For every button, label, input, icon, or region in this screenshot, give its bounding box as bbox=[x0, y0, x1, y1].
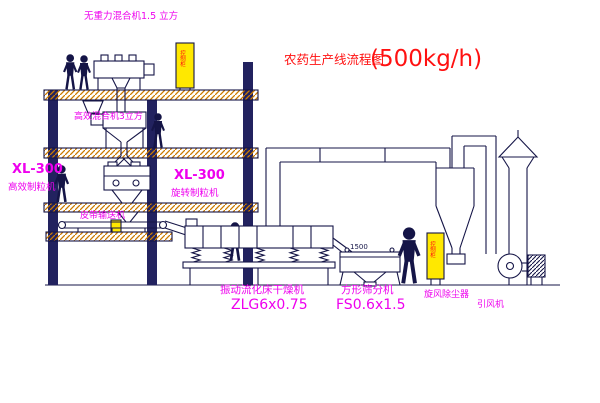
dryer-model-label: ZLG6x0.75 bbox=[231, 297, 308, 313]
granulator-right-name: 旋转制粒机 bbox=[171, 187, 219, 199]
cyclone-dust-collector bbox=[435, 135, 497, 265]
worker-figure bbox=[397, 226, 421, 286]
cyclone-label: 旋风除尘器 bbox=[424, 288, 469, 300]
sieve-name-label: 方形筛分机 bbox=[341, 283, 394, 296]
mixer-3m3-label: 高效混合机3立方 bbox=[74, 110, 143, 122]
worker-figure bbox=[62, 53, 78, 91]
gravity-mixer bbox=[93, 54, 155, 112]
fluid-bed-dryer bbox=[182, 218, 336, 285]
mixer-3m3 bbox=[82, 100, 147, 156]
induced-draft-fan bbox=[497, 253, 546, 285]
sieve-dimension: 1500 bbox=[350, 243, 368, 251]
fan-label: 引风机 bbox=[477, 298, 504, 310]
gravity-mixer-label: 无重力混合机1.5 立方 bbox=[84, 10, 178, 22]
control-panel-label: 控制柜 bbox=[429, 240, 436, 259]
granulator-left-name: 高效制粒机 bbox=[8, 181, 56, 193]
building-frame bbox=[43, 62, 259, 285]
granulator-left-model: XL-300 bbox=[12, 162, 63, 177]
granulator-right-model: XL-300 bbox=[174, 168, 225, 183]
dryer-name-label: 振动流化床干燥机 bbox=[220, 283, 304, 296]
sieve-model-label: FS0.6x1.5 bbox=[336, 297, 406, 313]
granulator bbox=[103, 161, 151, 204]
control-panel-ground: 控制柜 bbox=[426, 232, 445, 285]
diagram-title: 农药生产线流程图 bbox=[284, 52, 384, 67]
worker-figure bbox=[76, 54, 92, 91]
exhaust-duct bbox=[265, 147, 451, 226]
belt-conveyor-label: 皮带输送机 bbox=[80, 209, 125, 221]
control-panel-top: 控制柜 bbox=[175, 42, 195, 90]
diagram-capacity: (500kg/h) bbox=[370, 46, 482, 72]
square-sieve bbox=[332, 237, 401, 287]
exhaust-stack bbox=[497, 130, 539, 285]
belt-conveyor bbox=[57, 211, 191, 236]
control-panel-label: 控制柜 bbox=[179, 49, 186, 68]
